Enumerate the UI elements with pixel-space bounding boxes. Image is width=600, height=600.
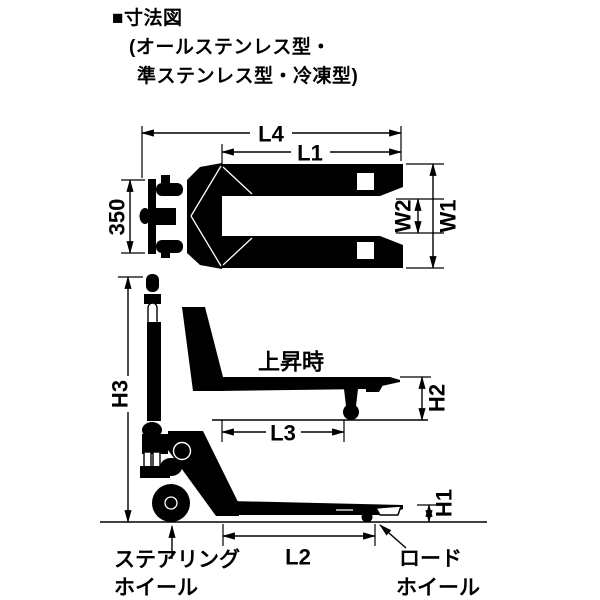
load-wheel-bracket-raised: [344, 389, 358, 406]
fork-lowered: [230, 501, 403, 515]
tiller-handle-top: [139, 175, 183, 258]
chassis-body-top: [187, 163, 222, 269]
chassis-strut: [168, 431, 239, 516]
dim-label-L1: L1: [297, 141, 323, 166]
mast-raised: [182, 307, 223, 391]
dim-label-W1: W1: [436, 200, 461, 233]
load-wheel-label-line1: ロード: [399, 548, 462, 571]
side-view-raised: 上昇時 H2 L3: [182, 307, 450, 446]
fork-hole-lower: [357, 242, 374, 259]
steering-wheel-hub: [164, 496, 178, 510]
dim-label-L2: L2: [285, 545, 311, 570]
load-wheel: [361, 511, 373, 523]
side-view-lowered: H3 H1 L2 ステアリング ホイール ロード ホイール: [100, 274, 487, 600]
raised-state-label: 上昇時: [258, 350, 324, 375]
dim-label-H3: H3: [108, 380, 133, 408]
dim-label-H2: H2: [425, 384, 450, 412]
cylinder-detail: [172, 441, 192, 461]
hydraulic-pump: [140, 422, 182, 478]
dim-label-L4: L4: [258, 122, 284, 147]
load-wheel-leader-arrow: [379, 524, 407, 549]
load-wheel-label-line2: ホイール: [396, 577, 480, 600]
dim-label-W2: W2: [391, 200, 416, 233]
dim-label-L3: L3: [270, 421, 296, 446]
dim-label-H1: H1: [432, 489, 457, 517]
diagram-subtitle-line2: 準ステンレス型・冷凍型): [137, 66, 359, 87]
steering-wheel-label-line1: ステアリング: [114, 548, 240, 572]
tip-link-lowered: [374, 505, 402, 516]
fork-hole-upper: [357, 173, 374, 190]
load-wheel-raised: [343, 404, 359, 420]
steering-wheel: [152, 484, 190, 522]
fork-raised: [219, 377, 400, 391]
dim-label-350: 350: [105, 199, 130, 236]
diagram-subtitle-line1: (オールステンレス型・: [129, 37, 331, 58]
top-view: L4 L1 350: [105, 122, 461, 270]
tiller-side: [144, 274, 161, 421]
tip-link-raised: [366, 385, 383, 392]
steering-wheel-label-line2: ホイール: [114, 577, 198, 600]
diagram-title: ■寸法図: [112, 8, 183, 29]
